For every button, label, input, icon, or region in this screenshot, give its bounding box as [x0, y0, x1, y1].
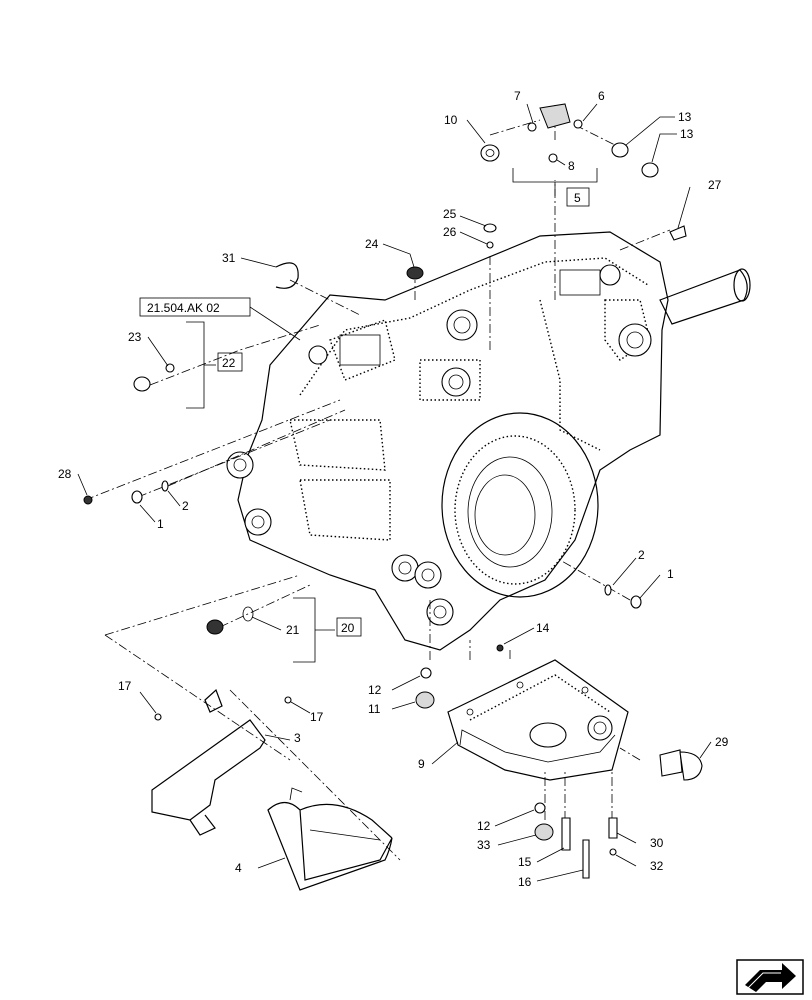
o-ring-8 — [548, 153, 558, 163]
callout-2b: 2 — [638, 548, 645, 562]
guard-plate — [151, 688, 266, 836]
callout-15: 15 — [518, 855, 532, 869]
callout-1b: 1 — [667, 567, 674, 581]
small-parts — [83, 103, 703, 879]
callout-13b: 13 — [680, 127, 694, 141]
callout-5: 5 — [574, 191, 581, 205]
o-ring-7 — [527, 122, 537, 132]
callout-32: 32 — [650, 859, 664, 873]
callout-17b: 17 — [310, 710, 324, 724]
callout-labels: 7 6 10 13 13 8 5 27 25 26 24 31 21.504.A… — [58, 89, 729, 889]
group-bracket-22 — [186, 321, 243, 409]
callout-12b: 12 — [477, 819, 491, 833]
callout-box-5 — [566, 187, 590, 207]
callout-4: 4 — [235, 861, 242, 875]
arrow-navigation-icon[interactable] — [736, 959, 804, 995]
callout-7: 7 — [514, 89, 521, 103]
callout-1a: 1 — [157, 517, 164, 531]
callout-28: 28 — [58, 467, 72, 481]
callout-24: 24 — [365, 237, 379, 251]
callout-17a: 17 — [118, 679, 132, 693]
callout-30: 30 — [650, 836, 664, 850]
callout-25: 25 — [443, 207, 457, 221]
o-ring-6 — [573, 119, 583, 129]
transmission-housing — [226, 231, 751, 651]
group-bracket-20 — [293, 597, 362, 663]
callout-13a: 13 — [678, 110, 692, 124]
callout-16: 16 — [518, 875, 532, 889]
callout-box-22 — [217, 352, 243, 372]
group-bracket-5 — [512, 168, 598, 207]
callout-reference: 21.504.AK 02 — [147, 301, 220, 315]
callout-box-20 — [336, 617, 362, 637]
callout-6: 6 — [598, 89, 605, 103]
callout-20: 20 — [341, 621, 355, 635]
reference-box — [139, 297, 301, 341]
callout-2a: 2 — [182, 499, 189, 513]
callout-12a: 12 — [368, 683, 382, 697]
callout-27: 27 — [708, 178, 722, 192]
callout-8: 8 — [568, 159, 575, 173]
callout-23: 23 — [128, 330, 142, 344]
callout-29: 29 — [715, 735, 729, 749]
callout-9: 9 — [418, 757, 425, 771]
callout-31: 31 — [222, 251, 236, 265]
curved-shield — [267, 787, 393, 891]
leader-lines — [77, 103, 712, 882]
callout-14: 14 — [536, 621, 550, 635]
callout-21: 21 — [286, 623, 300, 637]
callout-10: 10 — [444, 113, 458, 127]
callout-33: 33 — [477, 838, 491, 852]
callout-11: 11 — [368, 702, 381, 716]
callout-22: 22 — [222, 356, 236, 370]
callout-3: 3 — [294, 731, 301, 745]
callout-26: 26 — [443, 225, 457, 239]
oil-sump — [447, 659, 629, 781]
assembly-lines — [84, 105, 671, 861]
